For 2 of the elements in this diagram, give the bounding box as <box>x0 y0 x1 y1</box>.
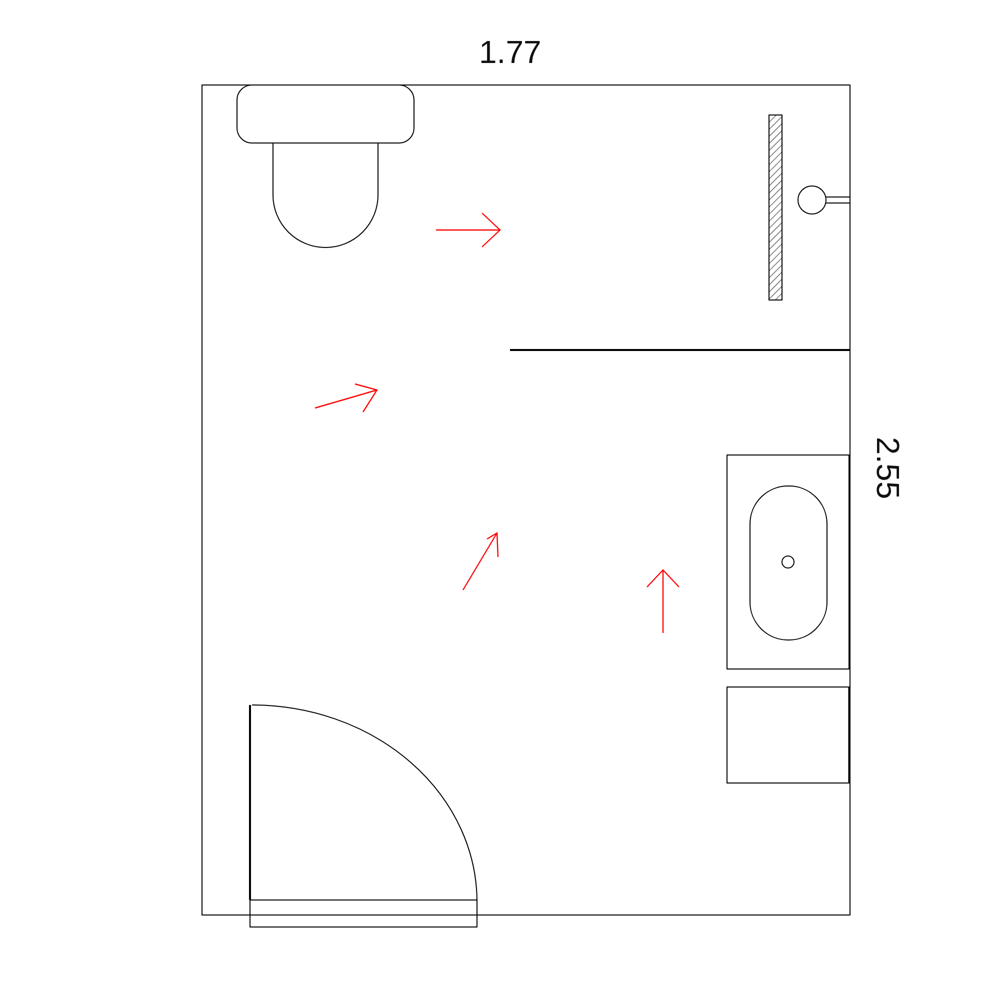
dimension-label: 1.77 <box>479 36 542 68</box>
dimension-label: 2.55 <box>872 436 904 500</box>
